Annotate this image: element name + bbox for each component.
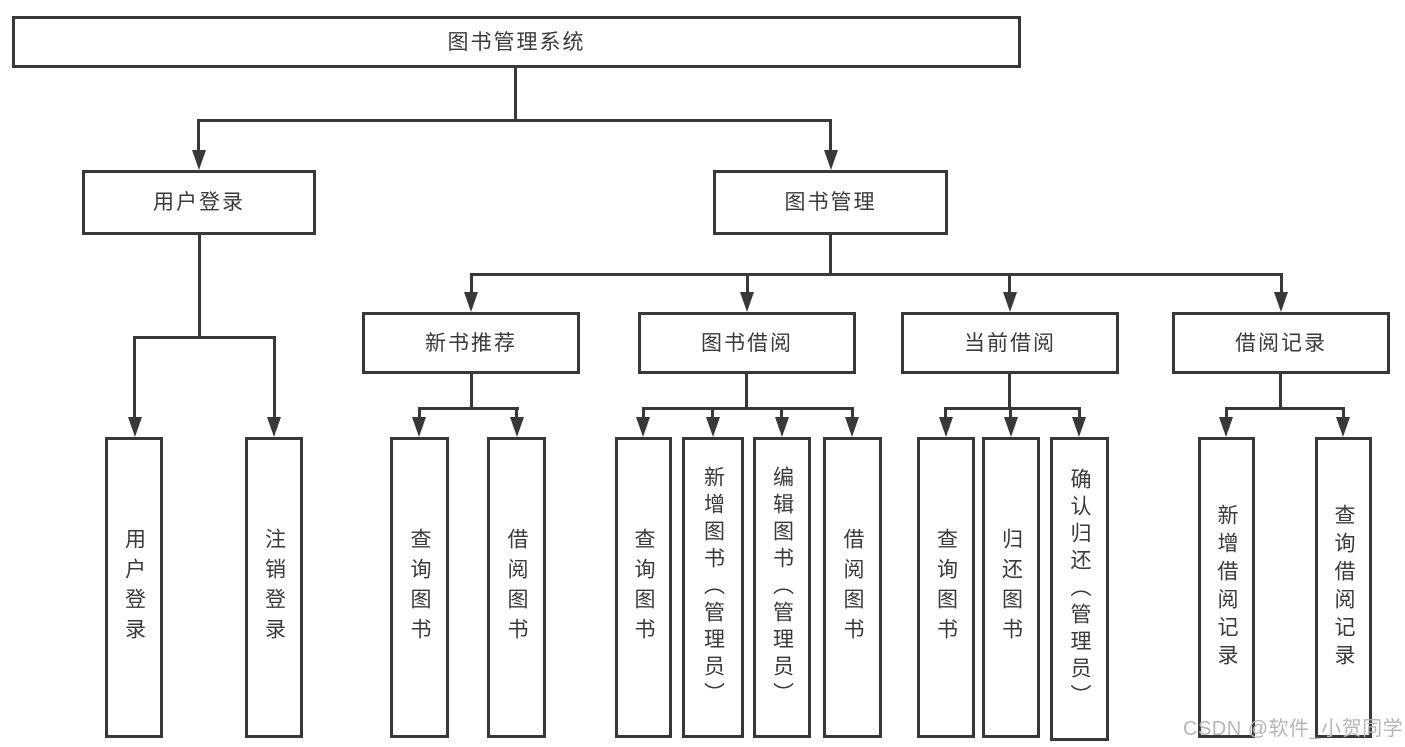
connector-vline: [514, 66, 517, 120]
connector-hline: [133, 336, 276, 339]
arrow-down-icon: [464, 292, 478, 312]
arrow-down-icon: [128, 417, 142, 437]
csdn-watermark: CSDN @软件_小贺同学: [1183, 718, 1404, 740]
connector-vline: [711, 407, 714, 421]
connector-vline: [1279, 372, 1282, 409]
node-borrow-records: 借阅记录: [1172, 312, 1390, 374]
leaf-borrow-search-book: 查询图书: [615, 437, 672, 738]
connector-vline: [1008, 273, 1011, 295]
connector-vline: [642, 407, 645, 421]
arrow-down-icon: [1219, 417, 1233, 437]
connector-vline: [1225, 407, 1228, 421]
connector-vline: [197, 119, 200, 152]
arrow-down-icon: [824, 150, 838, 170]
connector-vline: [515, 407, 518, 421]
node-book-management: 图书管理: [713, 170, 948, 235]
leaf-logout: 注销登录: [245, 437, 303, 738]
connector-vline: [944, 407, 947, 421]
node-book-borrow: 图书借阅: [638, 312, 856, 374]
connector-vline: [1009, 407, 1012, 421]
arrow-down-icon: [192, 150, 206, 170]
arrow-down-icon: [1004, 417, 1018, 437]
leaf-borrow-edit-book-admin: 编辑图书（管理员）: [753, 437, 811, 738]
leaf-borrow-add-book-admin: 新增图书（管理员）: [682, 437, 744, 738]
node-user-login: 用户登录: [82, 170, 316, 235]
arrow-down-icon: [740, 292, 754, 312]
connector-vline: [1078, 407, 1081, 421]
arrow-down-icon: [267, 417, 281, 437]
connector-vline: [780, 407, 783, 421]
connector-vline: [273, 336, 276, 421]
leaf-borrow-borrow-book: 借阅图书: [823, 437, 882, 738]
connector-hline: [944, 407, 1081, 410]
connector-vline: [1008, 372, 1011, 409]
connector-vline: [470, 273, 473, 295]
arrow-down-icon: [412, 417, 426, 437]
arrow-down-icon: [1336, 417, 1350, 437]
connector-vline: [418, 407, 421, 421]
connector-vline: [746, 273, 749, 295]
connector-hline: [198, 119, 832, 122]
leaf-records-add-record: 新增借阅记录: [1198, 437, 1255, 738]
node-new-book-recommend: 新书推荐: [362, 312, 580, 374]
leaf-records-search-record: 查询借阅记录: [1315, 437, 1372, 738]
leaf-current-return-book: 归还图书: [982, 437, 1040, 738]
node-root: 图书管理系统: [12, 16, 1021, 68]
connector-vline: [470, 372, 473, 409]
connector-vline: [851, 407, 854, 421]
arrow-down-icon: [510, 417, 524, 437]
connector-vline: [745, 372, 748, 409]
leaf-user-login: 用户登录: [105, 437, 163, 738]
node-current-borrow: 当前借阅: [901, 312, 1119, 374]
connector-vline: [1342, 407, 1345, 421]
arrow-down-icon: [775, 417, 789, 437]
connector-vline: [829, 119, 832, 152]
connector-hline: [642, 407, 853, 410]
arrow-down-icon: [1072, 417, 1086, 437]
leaf-recommend-borrow-book: 借阅图书: [487, 437, 546, 738]
arrow-down-icon: [1274, 292, 1288, 312]
connector-vline: [198, 233, 201, 337]
connector-hline: [470, 273, 1283, 276]
connector-vline: [133, 336, 136, 421]
connector-hline: [418, 407, 519, 410]
connector-vline: [829, 233, 832, 275]
connector-vline: [1280, 273, 1283, 295]
leaf-recommend-search-book: 查询图书: [390, 437, 449, 738]
leaf-current-confirm-return-admin: 确认归还（管理员）: [1050, 437, 1109, 741]
connector-hline: [1225, 407, 1345, 410]
leaf-current-search-book: 查询图书: [917, 437, 975, 738]
arrow-down-icon: [1003, 292, 1017, 312]
arrow-down-icon: [939, 417, 953, 437]
arrow-down-icon: [636, 417, 650, 437]
arrow-down-icon: [845, 417, 859, 437]
arrow-down-icon: [706, 417, 720, 437]
